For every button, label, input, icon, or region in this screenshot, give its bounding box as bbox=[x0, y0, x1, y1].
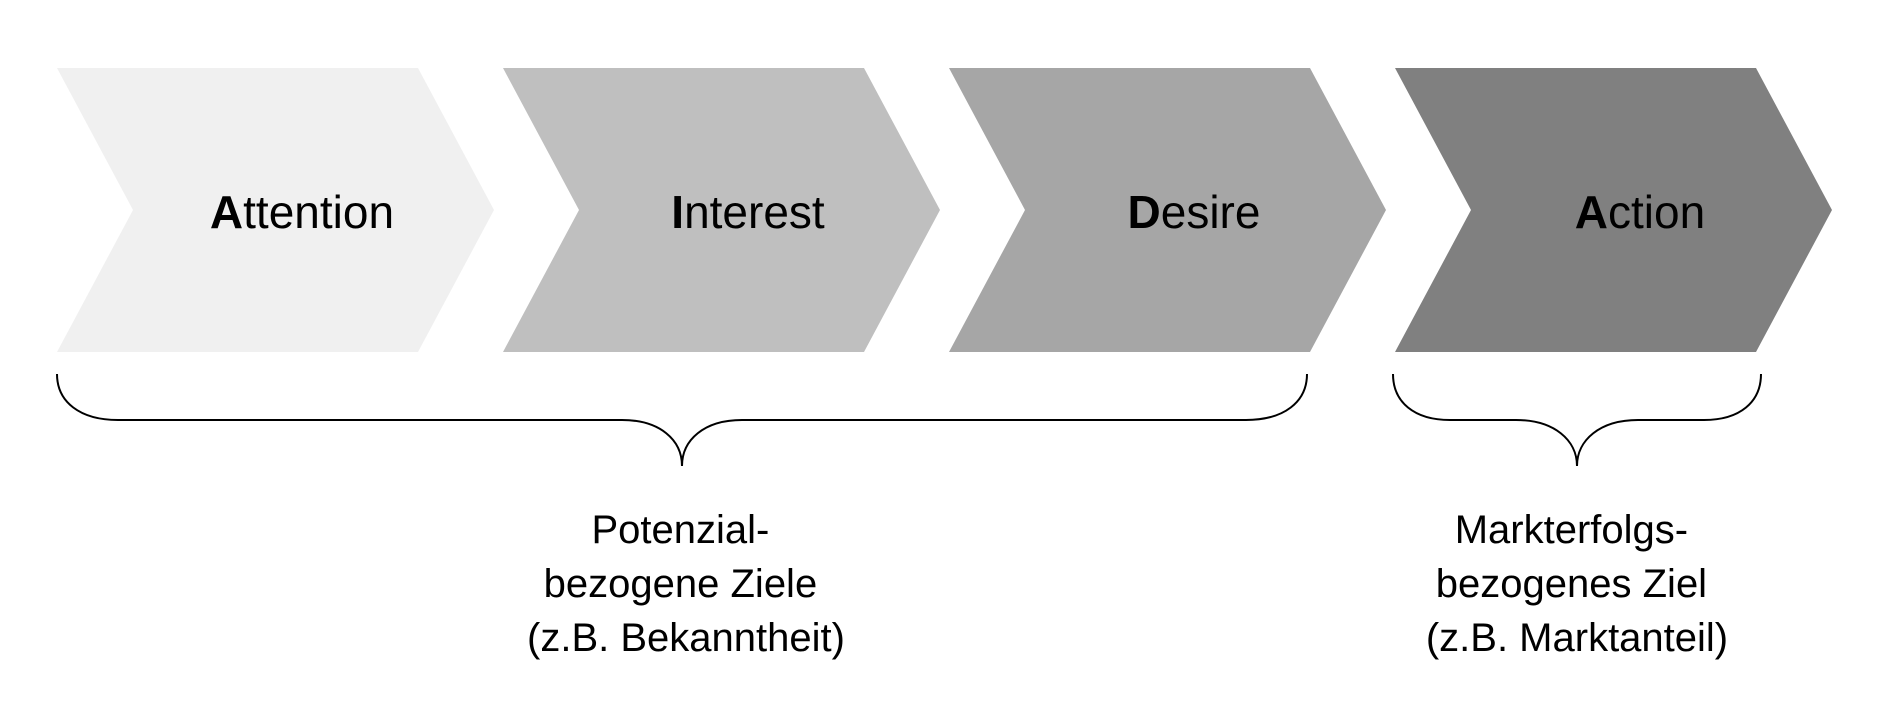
brace-market-success bbox=[1392, 373, 1762, 467]
caption-market-success-line-1: Markterfolgs- bbox=[1455, 508, 1688, 552]
stage-interest-arrow bbox=[503, 68, 940, 352]
caption-potential-line-2: bezogene Ziele bbox=[544, 562, 818, 606]
stage-desire-arrow bbox=[949, 68, 1386, 352]
stage-action-initial: A bbox=[1575, 186, 1608, 238]
stage-attention-label: Attention bbox=[210, 186, 394, 238]
stage-action-arrow bbox=[1395, 68, 1832, 352]
stage-action-rest: ction bbox=[1608, 186, 1705, 238]
stage-desire: Desire bbox=[949, 68, 1386, 352]
stage-interest-rest: nterest bbox=[684, 186, 825, 238]
stage-interest-label: Interest bbox=[671, 186, 825, 238]
stage-action-label: Action bbox=[1575, 186, 1705, 238]
stage-action: Action bbox=[1395, 68, 1832, 352]
stage-attention-initial: A bbox=[210, 186, 243, 238]
caption-market-success-line-3: (z.B. Marktanteil) bbox=[1426, 616, 1728, 660]
caption-potential-line-1: Potenzial- bbox=[592, 508, 770, 552]
stage-desire-label: Desire bbox=[1128, 186, 1261, 238]
caption-market-success: Markterfolgs- bezogenes Ziel (z.B. Markt… bbox=[1426, 508, 1728, 660]
stage-interest: Interest bbox=[503, 68, 940, 352]
stage-desire-rest: esire bbox=[1161, 186, 1261, 238]
stage-attention-arrow bbox=[57, 68, 494, 352]
caption-market-success-line-2: bezogenes Ziel bbox=[1436, 562, 1707, 606]
brace-potential bbox=[56, 373, 1308, 467]
stage-attention: Attention bbox=[57, 68, 494, 352]
caption-potential-line-3: (z.B. Bekanntheit) bbox=[527, 616, 845, 660]
stage-interest-initial: I bbox=[671, 186, 684, 238]
stage-desire-initial: D bbox=[1128, 186, 1161, 238]
stage-attention-rest: ttention bbox=[243, 186, 394, 238]
caption-potential: Potenzial- bezogene Ziele (z.B. Bekannth… bbox=[527, 508, 845, 660]
